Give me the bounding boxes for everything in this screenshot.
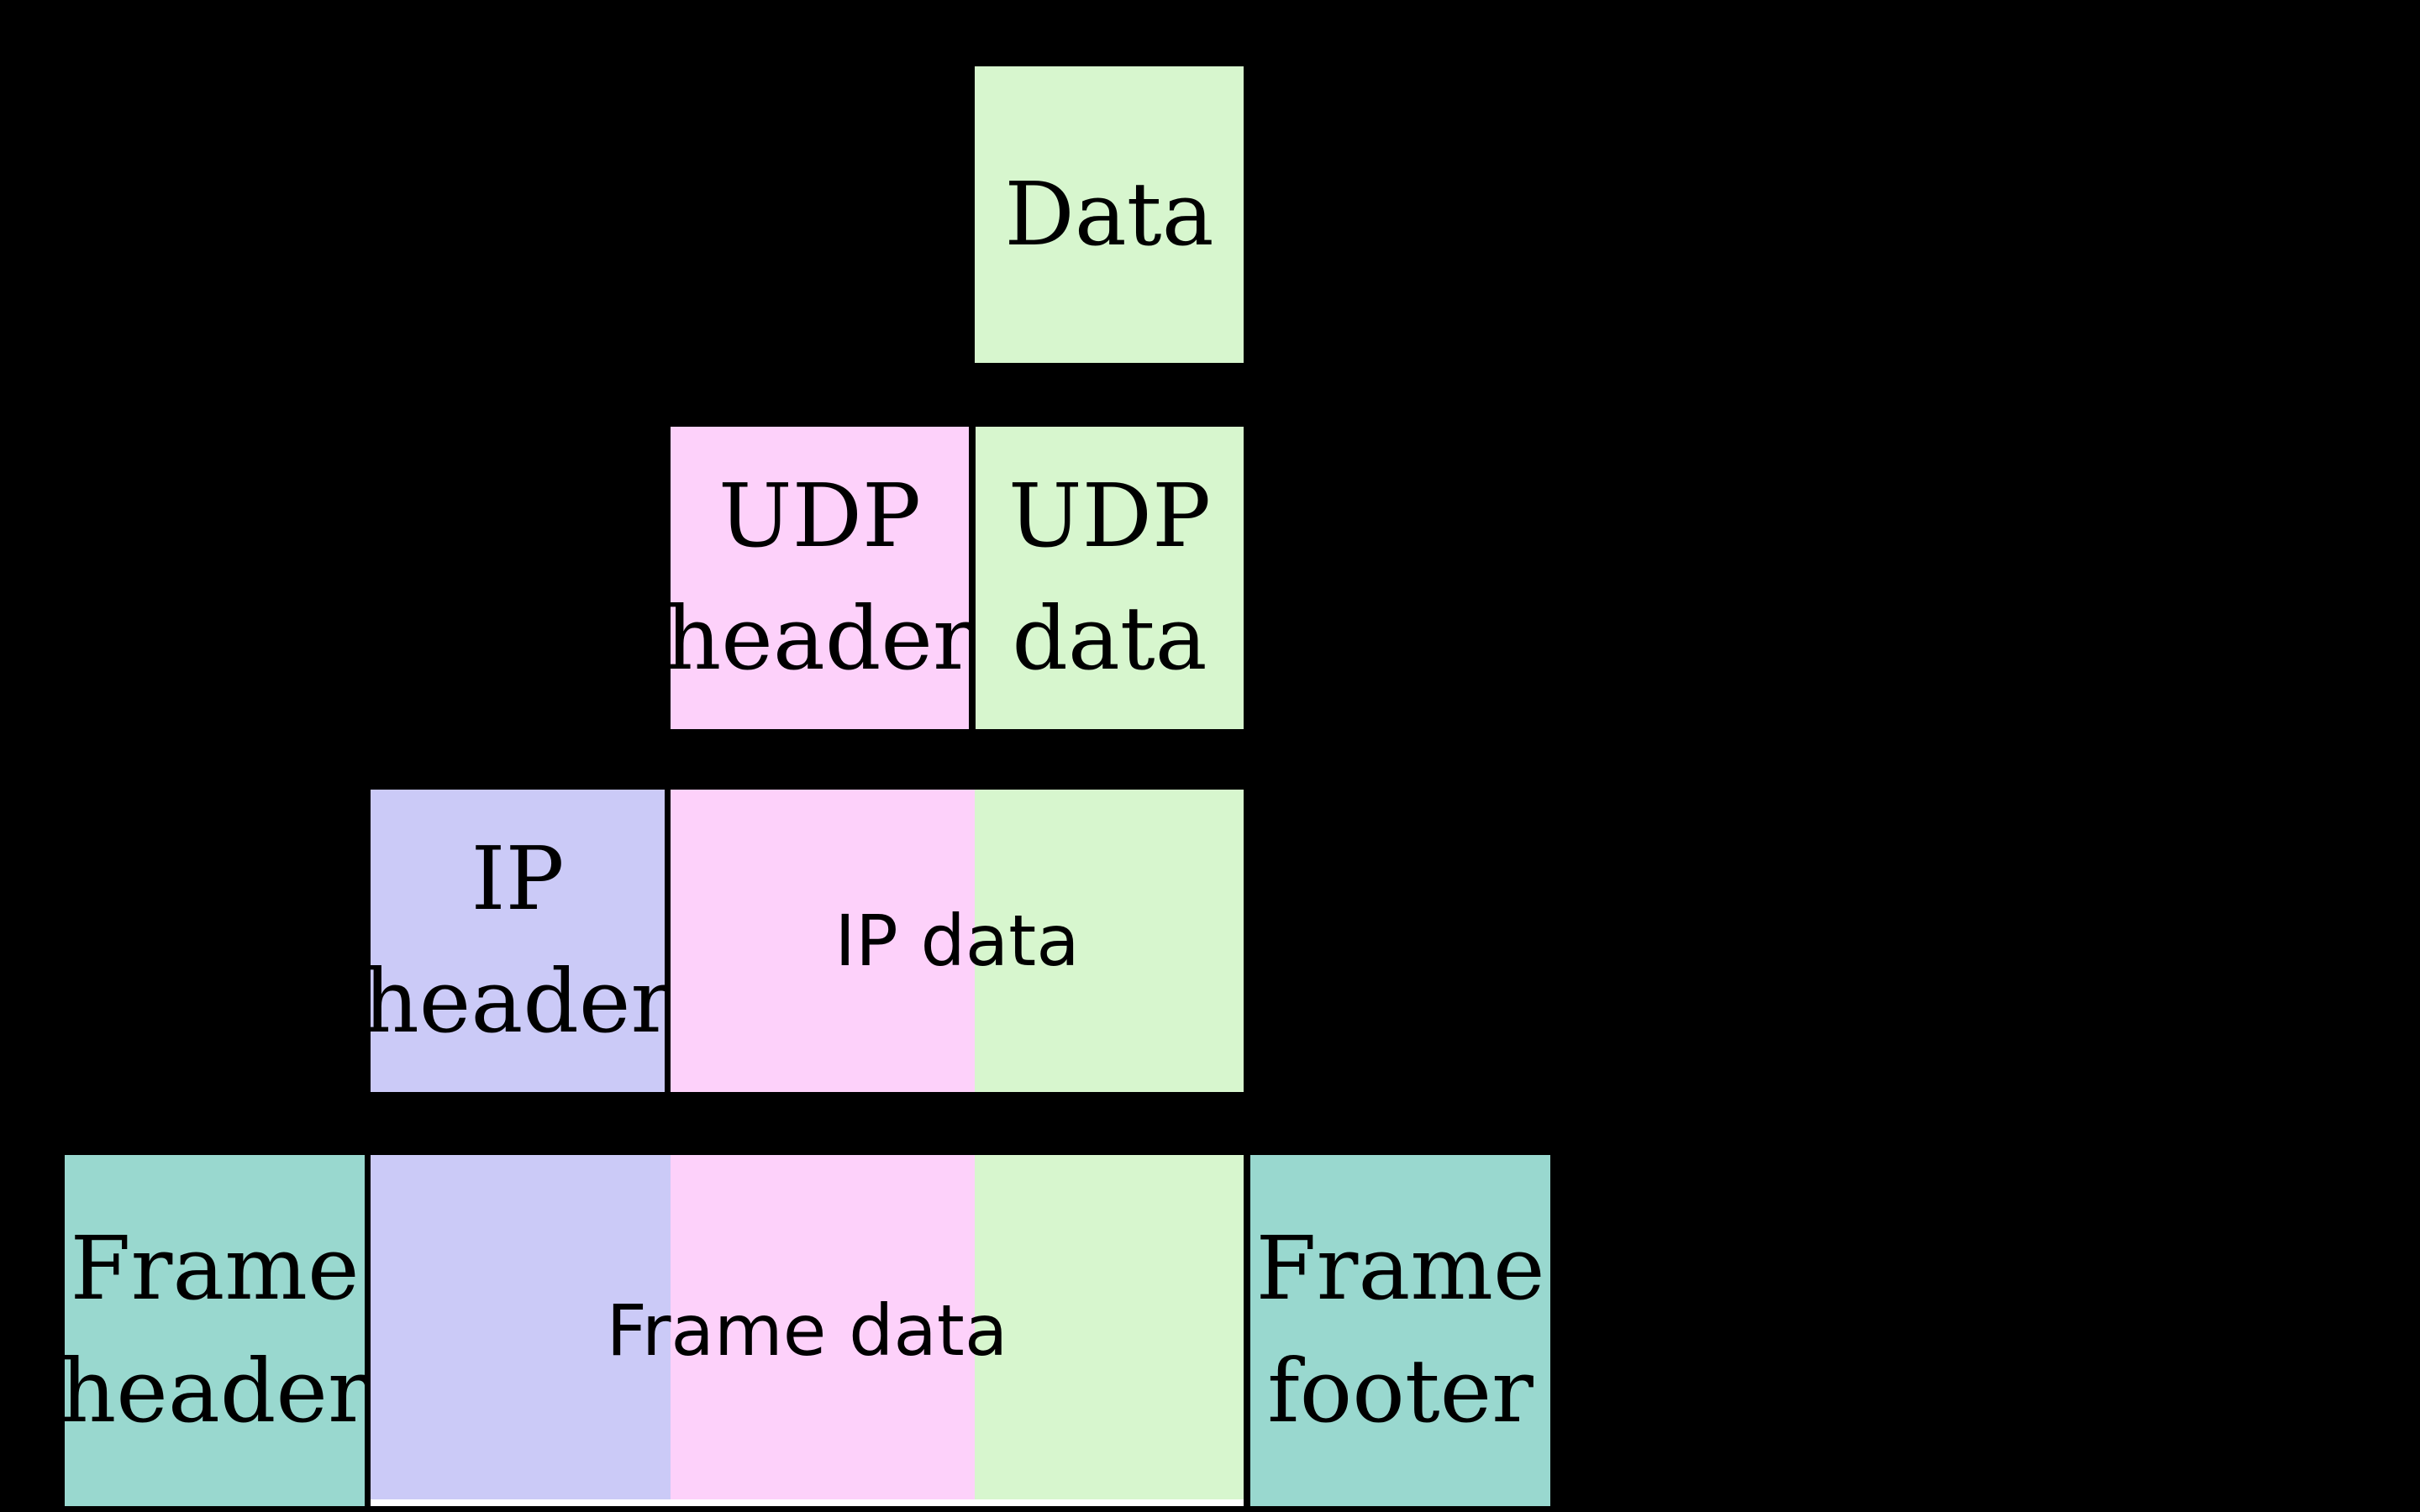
data-box: Data — [975, 66, 1244, 363]
udp-data-label-line2: data — [1012, 587, 1207, 690]
frame-data-segments — [371, 1155, 1244, 1499]
frame-footer-label-line1: Frame — [1255, 1217, 1545, 1320]
ip-data-udp-header-segment — [671, 790, 975, 1092]
frame-data-region: Frame data — [371, 1155, 1244, 1506]
frame-header-box: Frame header — [60, 1155, 370, 1506]
udp-header-box: UDP header — [665, 427, 975, 729]
ip-header-label-line1: IP — [471, 827, 565, 931]
udp-header-label-line2: header — [665, 587, 975, 690]
ip-data-label: IP data — [834, 899, 1080, 982]
ip-header-box: IP header — [363, 790, 672, 1092]
frame-data-udp-header-segment — [671, 1155, 975, 1499]
frame-data-ip-header-segment — [371, 1155, 671, 1499]
frame-footer-box: Frame footer — [1250, 1155, 1550, 1506]
frame-header-label-line1: Frame — [70, 1217, 360, 1320]
ip-data-region: IP data — [671, 790, 1244, 1092]
ip-data-segments — [671, 790, 1244, 1092]
ip-header-label-line2: header — [362, 950, 673, 1053]
ip-data-payload-segment — [975, 790, 1244, 1092]
frame-header-label-line2: header — [60, 1340, 370, 1442]
udp-data-label-line1: UDP — [1007, 465, 1211, 568]
frame-footer-label-line2: footer — [1267, 1340, 1534, 1442]
udp-data-box: UDP data — [976, 427, 1244, 729]
frame-data-label: Frame data — [606, 1289, 1008, 1372]
data-box-label: Data — [1004, 162, 1214, 265]
frame-data-payload-segment — [975, 1155, 1244, 1499]
udp-header-label-line1: UDP — [718, 465, 921, 568]
